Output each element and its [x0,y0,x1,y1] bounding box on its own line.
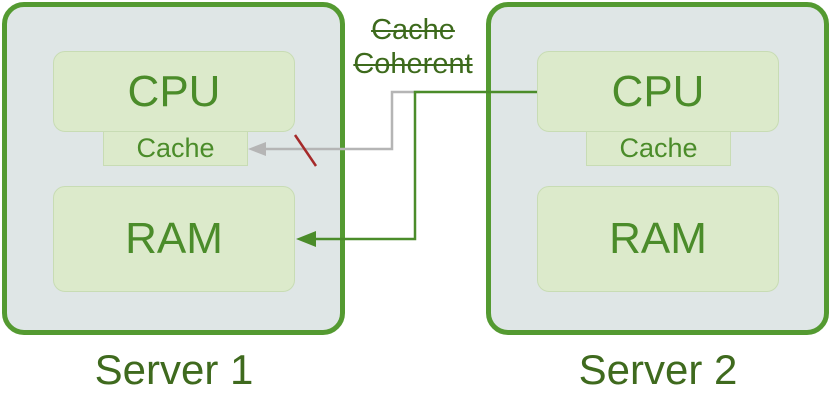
server-2-cache: Cache [586,131,731,166]
annotation-line-1: Cache [371,14,455,46]
cache-coherent-annotation: Cache Coherent [338,13,488,81]
server-1-ram: RAM [53,186,295,292]
ram-link-active [314,90,537,241]
server-2-ram: RAM [537,186,779,292]
server-2-label: Server 2 [578,346,738,393]
server-2-cpu: CPU [537,51,779,132]
cache-link-arrowhead [248,142,266,156]
server-1-cpu: CPU [53,51,295,132]
annotation-line-2: Coherent [353,48,473,80]
cache-link-inactive [262,90,420,151]
blocked-mark [293,134,318,167]
server-1-cache: Cache [103,131,248,166]
server-1-label: Server 1 [94,346,254,393]
ram-link-arrowhead [296,231,316,247]
